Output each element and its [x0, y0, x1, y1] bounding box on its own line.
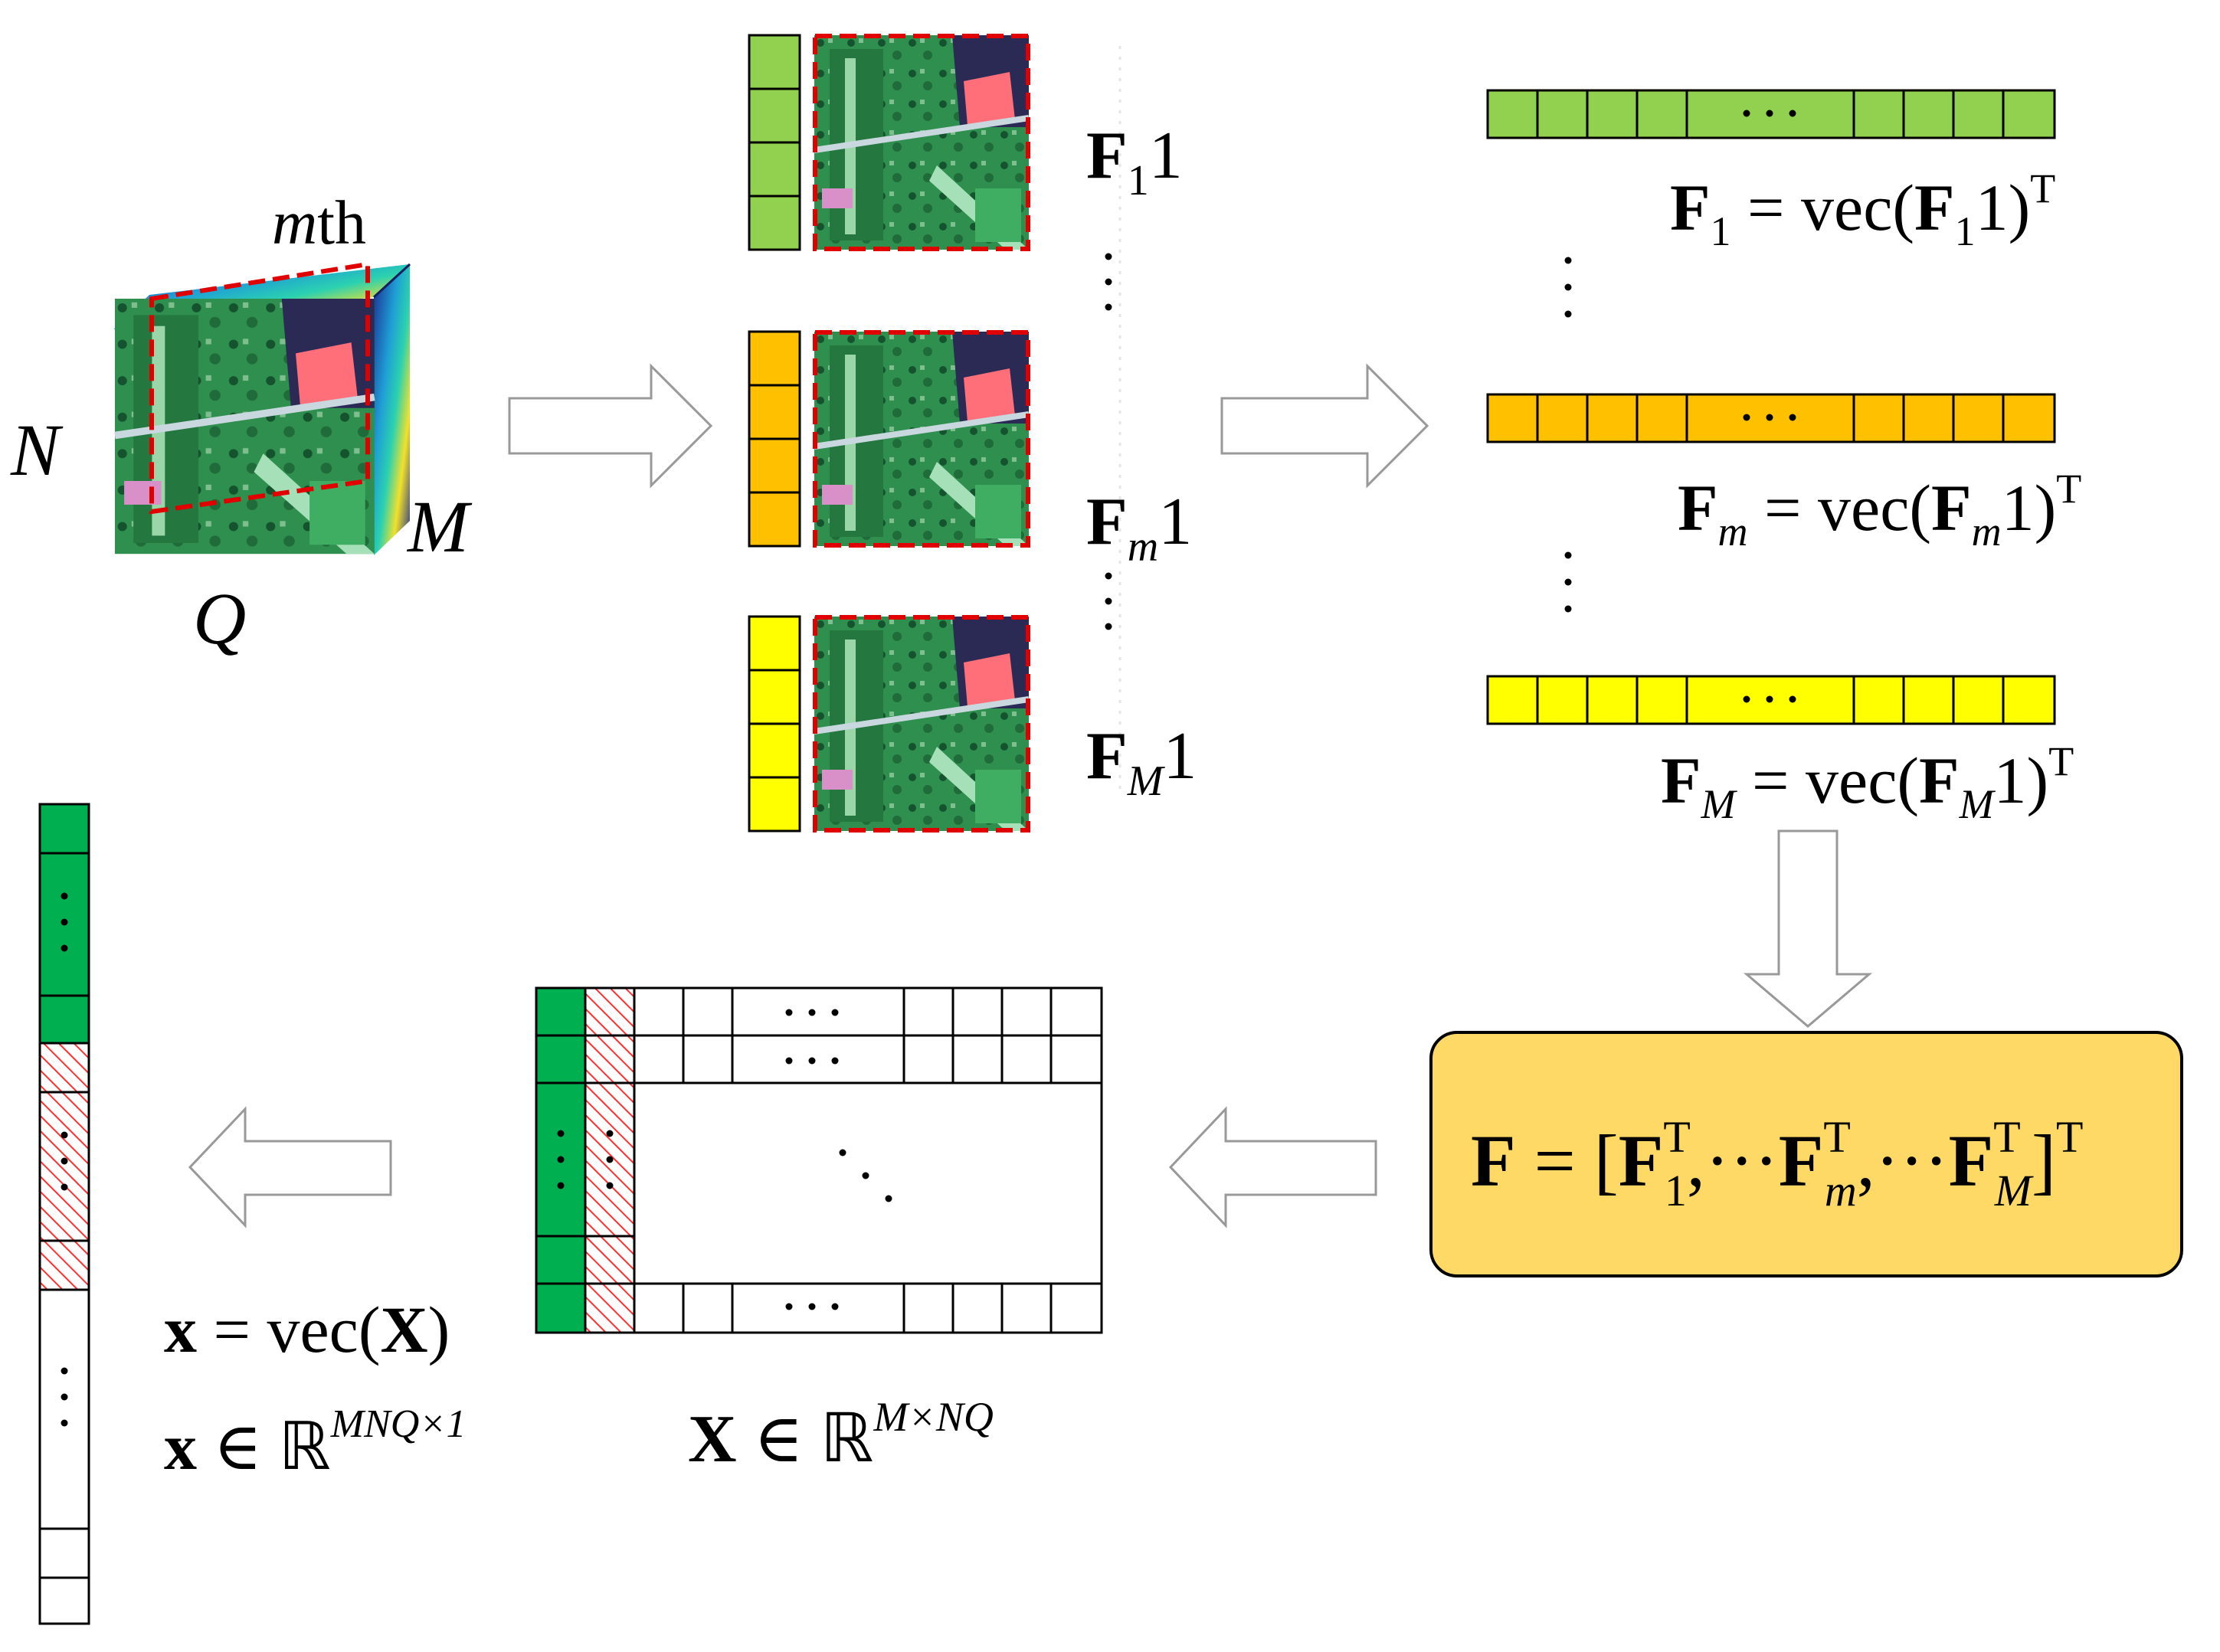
- band-mth: [748, 330, 1030, 548]
- concat-formula-box: [1429, 1031, 2183, 1277]
- cube-label-n: N: [10, 409, 64, 491]
- vector-x: [38, 803, 90, 1625]
- row-vector-last: [1486, 675, 2056, 725]
- band-first: [748, 34, 1030, 251]
- vector-x-white-ellipsis: [61, 1367, 68, 1427]
- band-image-dashed-outline: [813, 34, 1030, 251]
- arrow-matrix-to-vector: [188, 1106, 392, 1228]
- matrix-label: X ∈ ℝM×NQ: [688, 1394, 994, 1477]
- vector-x-hatched-block: [38, 1042, 90, 1291]
- arrow-vectors-to-concat: [1743, 829, 1873, 1028]
- band-column-cell: [748, 195, 801, 251]
- band-image-first: [814, 35, 1029, 250]
- band-images-group: [748, 34, 1030, 833]
- row-vector-mth: [1486, 393, 2056, 443]
- cube-label-mth: mth: [272, 188, 366, 257]
- band-column-cell: [748, 141, 801, 198]
- vector-x-hatched-ellipsis: [61, 1131, 68, 1191]
- vector-x-green-ellipsis: [61, 892, 68, 952]
- band-image-dashed-outline: [813, 330, 1030, 548]
- vector-ellipsis-lower: [1564, 551, 1572, 613]
- vector-space: x ∈ ℝMNQ×1: [164, 1402, 466, 1485]
- cube-dashed-outline: [149, 261, 370, 515]
- matrix-col2-ellipsis: [606, 1130, 614, 1189]
- band-column-cell: [748, 776, 801, 833]
- matrix-last-row-ellipsis: [785, 1303, 839, 1310]
- row-vector-ellipsis: [1743, 110, 1796, 117]
- vec-formula-last: FM = vec(FM1)T: [1661, 738, 2074, 827]
- band-image-last: [814, 617, 1029, 831]
- band-column-cell: [748, 87, 801, 144]
- band-column-cell: [748, 330, 801, 387]
- matrix-row2-ellipsis: [785, 1057, 839, 1065]
- row-vectors-group: [1486, 89, 2056, 725]
- band-label-first: F11: [1086, 119, 1183, 204]
- band-label-last: FM1: [1086, 719, 1197, 805]
- matrix-x: [535, 986, 1103, 1334]
- band-label-mth: Fm1: [1086, 485, 1192, 571]
- hyperspectral-cube: [113, 261, 411, 555]
- arrow-bands-to-vectors: [1220, 363, 1429, 489]
- band-column-cell: [748, 384, 801, 440]
- band-last: [748, 615, 1030, 833]
- cube-label-q: Q: [193, 577, 246, 659]
- matrix-row1-ellipsis: [785, 1009, 839, 1016]
- band-column-cell: [748, 34, 801, 90]
- vector-ellipsis-upper: [1564, 257, 1572, 318]
- vector-definition: x = vec(X): [164, 1293, 450, 1366]
- row-vector-ellipsis: [1743, 414, 1796, 421]
- band-image-dashed-outline: [813, 615, 1030, 833]
- matrix-col1-ellipsis: [557, 1130, 565, 1189]
- row-vector-ellipsis: [1743, 695, 1796, 703]
- band-column-cell: [748, 437, 801, 494]
- arrow-concat-to-matrix: [1168, 1106, 1377, 1228]
- vec-formula-first: F1 = vec(F11)T: [1670, 165, 2055, 254]
- vec-formula-mth: Fm = vec(Fm1)T: [1678, 466, 2081, 554]
- band-column-cell: [748, 491, 801, 548]
- cube-label-m: M: [406, 486, 473, 568]
- arrow-cube-to-bands: [508, 363, 713, 489]
- band-ellipsis-lower: [1105, 572, 1112, 630]
- row-vector-first: [1486, 89, 2056, 139]
- band-ellipsis-upper: [1105, 253, 1112, 311]
- matrix-diagonal-ellipsis: [839, 1149, 892, 1202]
- band-column-cell: [748, 669, 801, 725]
- band-column-cell: [748, 722, 801, 779]
- band-image-mth: [814, 332, 1029, 546]
- band-column-cell: [748, 615, 801, 672]
